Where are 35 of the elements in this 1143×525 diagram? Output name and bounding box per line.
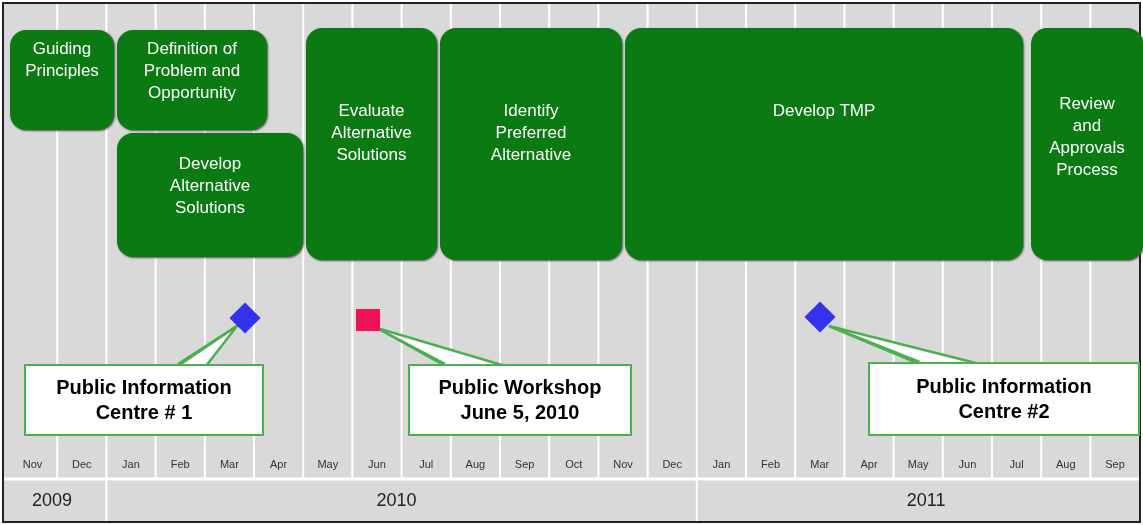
month-label: Jan <box>121 457 141 472</box>
month-label: Apr <box>269 457 289 472</box>
month-label: Feb <box>760 457 782 472</box>
month-label: Oct <box>564 457 584 472</box>
month-label: May <box>316 457 340 472</box>
phase-box: Guiding Principles <box>10 30 114 130</box>
month-label: May <box>906 457 930 472</box>
month-label: Aug <box>1055 457 1077 472</box>
month-label: Dec <box>661 457 683 472</box>
leader-line <box>828 324 921 364</box>
month-label: Apr <box>859 457 879 472</box>
month-label: Nov <box>612 457 634 472</box>
year-label: 2009 <box>31 488 74 512</box>
milestone-square <box>356 309 380 331</box>
month-label: Jun <box>367 457 387 472</box>
phase-box: Identify Preferred Alternative <box>440 28 622 260</box>
month-label: Mar <box>218 457 240 472</box>
month-label: Jan <box>711 457 732 472</box>
month-label: Feb <box>169 457 191 472</box>
month-label: Nov <box>21 457 44 472</box>
phase-box: Develop TMP <box>625 28 1023 260</box>
phase-box: Develop Alternative Solutions <box>117 133 303 257</box>
phase-box: Definition of Problem and Opportunity <box>117 30 267 130</box>
month-label: Sep <box>1104 457 1126 472</box>
phase-box: Evaluate Alternative Solutions <box>306 28 437 260</box>
month-label: Dec <box>71 457 93 472</box>
month-label: Sep <box>513 457 536 472</box>
month-label: Jun <box>957 457 978 472</box>
year-label: 2011 <box>905 488 947 512</box>
month-label: Aug <box>464 457 487 472</box>
month-label: Jul <box>1008 457 1025 472</box>
phase-box: Review and Approvals Process <box>1031 28 1143 260</box>
month-label: Jul <box>418 457 435 472</box>
year-label: 2010 <box>375 488 418 512</box>
month-label: Mar <box>809 457 831 472</box>
